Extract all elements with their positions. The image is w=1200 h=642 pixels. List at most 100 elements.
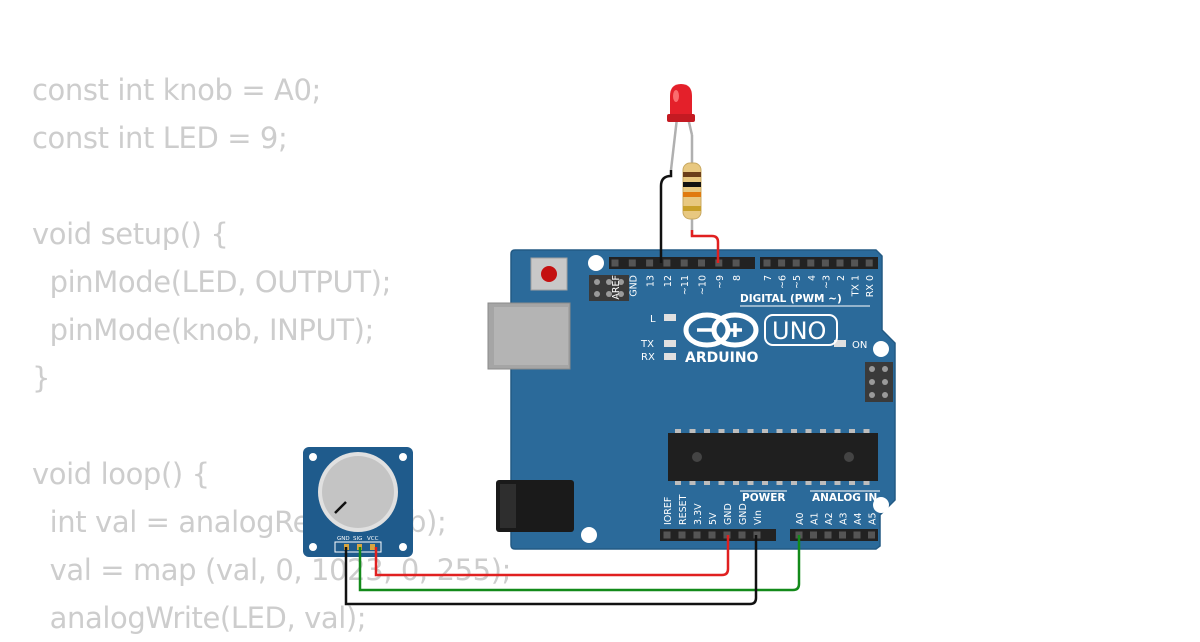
chip-leg [747, 481, 754, 485]
chip-leg [675, 481, 681, 485]
header-pin-hole [865, 259, 873, 267]
header-pin-hole [708, 531, 716, 539]
digital-label: DIGITAL (PWM ~) [740, 293, 842, 305]
digital-pin-label: RX 0 [865, 275, 876, 297]
chip-leg [776, 481, 783, 485]
header-pin-hole [807, 259, 815, 267]
power-label: POWER [742, 492, 785, 504]
header-pin-hole [792, 259, 800, 267]
analog-pin-label: A5 [868, 512, 879, 525]
chip-leg [805, 481, 812, 485]
header-pin-hole [836, 259, 844, 267]
chip-leg [675, 429, 681, 433]
wire-gnd-gnd [344, 535, 758, 606]
wire-sig-a0 [358, 535, 801, 592]
usb-connector [487, 302, 571, 370]
header-pin-hole [693, 531, 701, 539]
digital-pin-label: ~3 [821, 275, 832, 289]
chip-leg [849, 429, 855, 433]
code-line: const int knob = A0; [32, 73, 321, 107]
wire-resistor-pin9 [690, 230, 720, 263]
header-pin-hole [853, 531, 861, 539]
pot-pin-label-gnd: GND [337, 536, 350, 542]
mounting-hole [581, 527, 597, 543]
chip-leg [834, 481, 841, 485]
header-pin-hole [851, 259, 859, 267]
header-pin-hole [839, 531, 846, 539]
header-pin-hole [628, 259, 636, 267]
header-pin-hole [824, 531, 832, 539]
chip-leg [791, 481, 797, 485]
pot-pin-label-vcc: VCC [367, 536, 379, 542]
code-line: void setup() { [32, 217, 229, 251]
chip-leg [820, 481, 826, 485]
header-pin-hole [778, 259, 786, 267]
wire-vcc-5v [374, 535, 730, 577]
header-pin-hole [678, 531, 686, 539]
chip-leg [733, 481, 739, 485]
digital-pin-label: TX 1 [851, 275, 862, 297]
icsp-header-2 [865, 362, 893, 402]
header-pin-hole [663, 259, 671, 267]
power-header [660, 529, 776, 541]
led-rx-indicator: RX [641, 352, 676, 363]
icsp-header [589, 275, 629, 301]
digital-pin-label: 4 [807, 275, 818, 281]
analog-pin-label: A3 [839, 512, 850, 525]
microcontroller-chip [668, 429, 878, 485]
chip-leg [791, 429, 797, 433]
header-pin-hole [646, 259, 654, 267]
power-jack [496, 480, 574, 532]
pot-pin-label-sig: SIG [353, 536, 362, 542]
digital-pin-label: ~10 [698, 275, 709, 295]
chip-leg [689, 481, 696, 485]
potentiometer-knob[interactable] [322, 456, 394, 528]
code-line: pinMode(knob, INPUT); [32, 313, 375, 347]
chip-leg [834, 429, 841, 433]
digital-pin-label: GND [628, 275, 639, 297]
model-badge [764, 314, 838, 346]
header-pin-hole [763, 259, 771, 267]
digital-pin-label: ~6 [778, 275, 789, 289]
led-on-label: ON [852, 340, 867, 351]
resistor[interactable] [682, 135, 702, 236]
chip-leg [762, 481, 768, 485]
mounting-hole [873, 497, 889, 513]
digital-header [609, 257, 878, 269]
header-pin-hole [698, 259, 705, 267]
header-pin-hole [821, 259, 829, 267]
header-pin-hole [810, 531, 817, 539]
digital-pin-label: 8 [732, 275, 743, 281]
digital-pin-label: 13 [646, 275, 657, 287]
analog-pin-label: A0 [795, 512, 806, 525]
mounting-hole [588, 255, 604, 271]
red-led[interactable] [667, 84, 695, 171]
code-line: analogWrite(LED, val); [32, 601, 367, 635]
wire-led-gnd [659, 170, 673, 263]
power-pin-label: 5V [708, 512, 719, 525]
header-pin-hole [680, 259, 688, 267]
chip-leg [776, 429, 783, 433]
digital-pin-label: ~5 [792, 275, 803, 289]
led-tx-indicator: TX [640, 339, 676, 350]
header-pin-hole [868, 531, 875, 539]
digital-pin-label: ~9 [715, 275, 726, 289]
code-line: pinMode(LED, OUTPUT); [32, 265, 392, 299]
digital-pin-label: 12 [663, 275, 674, 287]
chip-leg [863, 429, 870, 433]
power-pin-label: RESET [678, 494, 689, 525]
chip-leg [849, 481, 855, 485]
analog-label: ANALOG IN [812, 492, 877, 504]
chip-leg [820, 429, 826, 433]
reset-button[interactable] [530, 257, 568, 291]
header-pin-hole [611, 259, 619, 267]
code-line: void loop() { [32, 457, 210, 491]
header-pin-hole [732, 259, 740, 267]
power-pin-label: GND [738, 503, 749, 525]
digital-pin-label: ~11 [680, 275, 691, 295]
potentiometer[interactable]: GND SIG VCC [303, 447, 413, 557]
mounting-hole [873, 341, 889, 357]
